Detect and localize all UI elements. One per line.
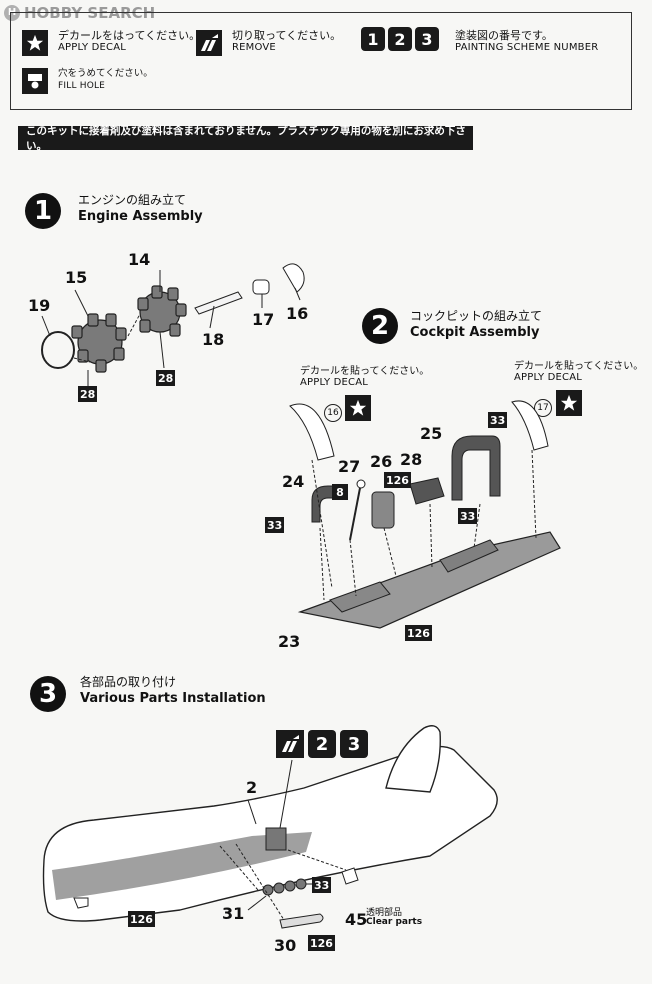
part-45-label: 45 [345,910,368,929]
step-2-title-en: Cockpit Assembly [410,325,540,340]
color-badge-33-a: 33 [488,412,508,428]
legend-apply-en: APPLY DECAL [58,42,127,53]
part-16-label: 16 [286,304,309,323]
apply-decal-star-icon [22,30,48,56]
fill-hole-icon [22,68,48,94]
step-3-number: 3 [30,676,66,712]
decal-16-number: 16 [324,404,342,422]
step-1-title-en: Engine Assembly [78,209,203,224]
decal-16-star-icon [345,395,371,421]
decal-17-star-icon [556,390,582,416]
step-1-title-jp: エンジンの組み立て [78,193,187,207]
legend-fill-en: FILL HOLE [58,81,106,91]
scheme-number-1-icon: 1 [361,27,385,51]
part-30-label: 30 [274,936,297,955]
color-badge-8: 8 [332,484,348,500]
decal-left-en: APPLY DECAL [300,377,369,388]
decal-right-en: APPLY DECAL [514,372,583,383]
part-28-label: 28 [400,450,423,469]
color-badge-33-b: 33 [458,508,478,524]
scheme-number-3-icon: 3 [340,730,368,758]
part-14-label: 14 [128,250,151,269]
part-17-label: 17 [252,310,275,329]
part-31-label: 31 [222,904,245,923]
part-26-label: 26 [370,452,393,471]
legend-scheme-en: PAINTING SCHEME NUMBER [455,42,599,53]
watermark-text: HOBBY SEARCH [24,4,156,22]
part-27-label: 27 [338,457,361,476]
fuselage-drawing [42,725,498,929]
notice-banner: このキットに接着剤及び塗料は含まれておりません。プラスチック専用の物を別にお求め… [18,125,473,152]
scheme-number-3-icon: 3 [415,27,439,51]
part-18-label: 18 [202,330,225,349]
decal-17-number: 17 [534,399,552,417]
part-23-label: 23 [278,632,301,651]
engine-assembly-drawing [41,263,305,388]
color-badge-28-a: 28 [78,386,98,402]
legend-remove-en: REMOVE [232,42,276,53]
color-badge-126-c: 126 [128,911,155,927]
color-badge-126-d: 126 [308,935,335,951]
step-2-title-jp: コックピットの組み立て [410,309,543,323]
part-24-label: 24 [282,472,305,491]
clear-parts-jp: 透明部品 [366,908,403,918]
remove-cut-icon [196,30,222,56]
part-25-label: 25 [420,424,443,443]
legend-scheme-jp: 塗装図の番号です。 [455,29,553,42]
legend-remove-jp: 切り取ってください。 [232,29,342,42]
step-3-scheme-icons: 2 3 [276,730,368,758]
decal-right-jp: デカールを貼ってください。 [514,361,644,372]
color-badge-126-b: 126 [405,625,432,641]
scheme-number-2-icon: 2 [308,730,336,758]
part-15-label: 15 [65,268,88,287]
color-badge-28-b: 28 [156,370,176,386]
scheme-number-2-icon: 2 [388,27,412,51]
step-1-number: 1 [25,193,61,229]
remove-cut-icon [276,730,304,758]
legend-box [10,12,632,110]
legend-fill-jp: 穴をうめてください。 [58,68,153,79]
step-3-title-en: Various Parts Installation [80,691,266,706]
scheme-number-icons: 1 2 3 [361,27,439,51]
step-2-number: 2 [362,308,398,344]
legend-apply-jp: デカールをはってください。 [58,29,201,42]
step-3-title-jp: 各部品の取り付け [80,675,177,689]
part-2-label: 2 [246,778,258,797]
cockpit-assembly-drawing [289,400,561,629]
color-badge-33-c: 33 [265,517,285,533]
part-19-label: 19 [28,296,51,315]
clear-parts-en: Clear parts [366,917,423,927]
color-badge-126-a: 126 [384,472,411,488]
color-badge-33-d: 33 [312,877,332,893]
decal-left-jp: デカールを貼ってください。 [300,366,430,377]
